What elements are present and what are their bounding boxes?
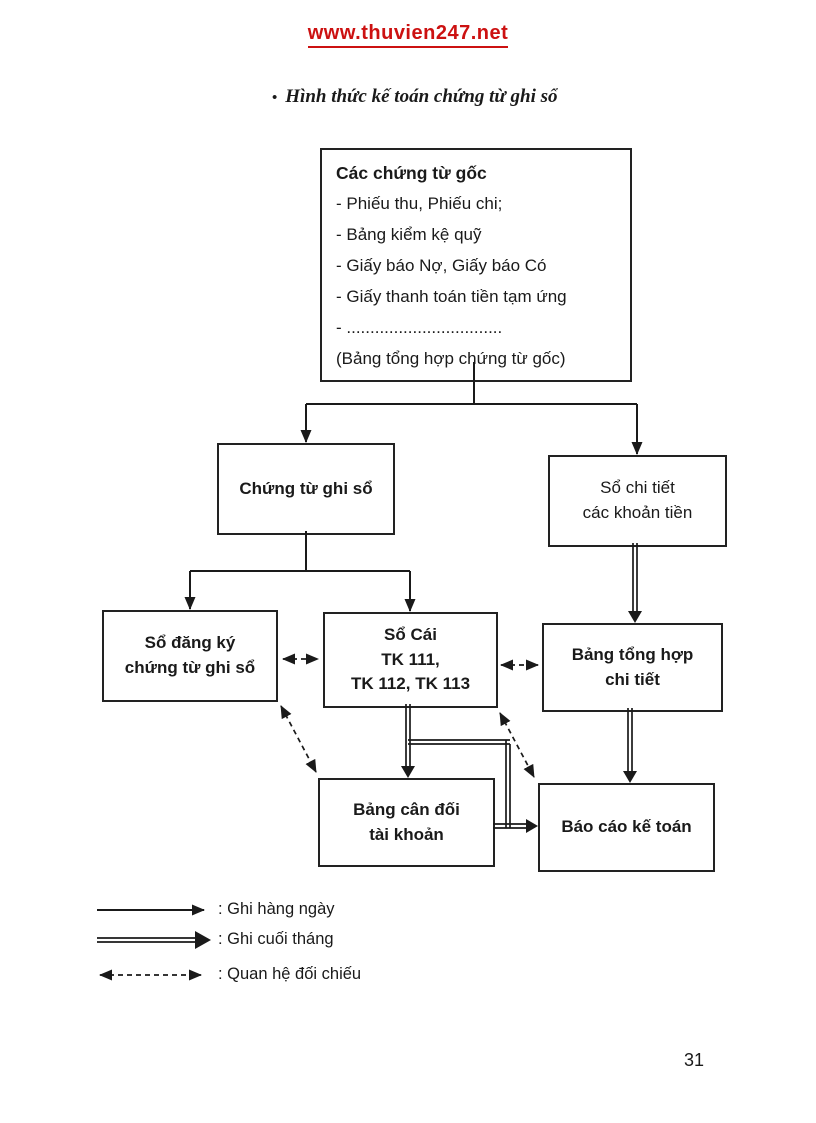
box-chung-tu-ghi-so: Chứng từ ghi sổ	[217, 443, 395, 535]
box-label-line: TK 112, TK 113	[350, 674, 471, 694]
box-label-line: Bảng cân đối	[353, 799, 460, 819]
legend-label-crosscheck: : Quan hệ đối chiếu	[218, 965, 362, 983]
arrow-check-sodangky-bangcandoi	[280, 705, 317, 773]
legend-label-daily: : Ghi hàng ngày	[218, 900, 335, 918]
arrow-check-socai-baocao	[499, 712, 535, 778]
box-bao-cao: Báo cáo kế toán	[538, 783, 715, 872]
section-title: • Hình thức kế toán chứng từ ghi sổ	[272, 86, 558, 108]
box-label-line: tài khoản	[369, 824, 444, 844]
box-so-cai: Sổ Cái TK 111, TK 112, TK 113	[323, 612, 498, 708]
arrow-sochitiet-to-bangtonghop	[628, 543, 642, 623]
box-label-line: Bảng tổng hợp	[571, 644, 694, 664]
source-box-item: - Bảng kiểm kệ quỹ	[336, 225, 482, 244]
bullet-icon: •	[272, 90, 278, 106]
box-source-documents: Các chứng từ gốc - Phiếu thu, Phiếu chi;…	[320, 148, 632, 382]
source-box-item: - Giấy thanh toán tiền tạm ứng	[336, 287, 567, 306]
box-so-dang-ky: Sổ đăng ký chứng từ ghi sổ	[102, 610, 278, 702]
arrow-bangtonghop-to-baocao	[623, 708, 637, 783]
box-label-line: các khoản tiền	[582, 503, 693, 522]
source-box-item: - Giấy báo Nợ, Giấy báo Có	[336, 256, 547, 275]
source-box-item: - Phiếu thu, Phiếu chi;	[336, 194, 503, 213]
website-link[interactable]: www.thuvien247.net	[0, 22, 816, 48]
box-label-line: Chứng từ ghi sổ	[239, 478, 373, 498]
source-box-title: Các chứng từ gốc	[336, 163, 487, 183]
box-label-line: chứng từ ghi sổ	[124, 658, 256, 677]
box-label-line: Sổ đăng ký	[144, 633, 236, 653]
box-bang-can-doi: Bảng cân đối tài khoản	[318, 778, 495, 867]
legend-double-arrow-icon	[97, 931, 211, 949]
legend-label-monthend: : Ghi cuối tháng	[218, 930, 334, 948]
box-label-line: TK 111,	[381, 649, 440, 669]
box-label-line: chi tiết	[605, 669, 660, 689]
source-box-item: - .................................	[336, 318, 503, 337]
box-bang-tong-hop: Bảng tổng hợp chi tiết	[542, 623, 723, 712]
arrow-socai-to-bangcandoi	[401, 704, 415, 778]
box-label-line: Báo cáo kế toán	[561, 817, 692, 837]
box-label-line: Sổ chi tiết	[600, 478, 675, 498]
page-number: 31	[684, 1050, 705, 1070]
section-title-text: Hình thức kế toán chứng từ ghi sổ	[285, 86, 558, 107]
website-link-text[interactable]: www.thuvien247.net	[307, 22, 509, 48]
arrow-voucher-split	[184, 531, 416, 612]
box-so-chi-tiet: Sổ chi tiết các khoản tiền	[548, 455, 727, 547]
source-box-footer: (Bảng tổng hợp chứng từ gốc)	[336, 349, 566, 368]
box-label-line: Sổ Cái	[384, 625, 437, 645]
